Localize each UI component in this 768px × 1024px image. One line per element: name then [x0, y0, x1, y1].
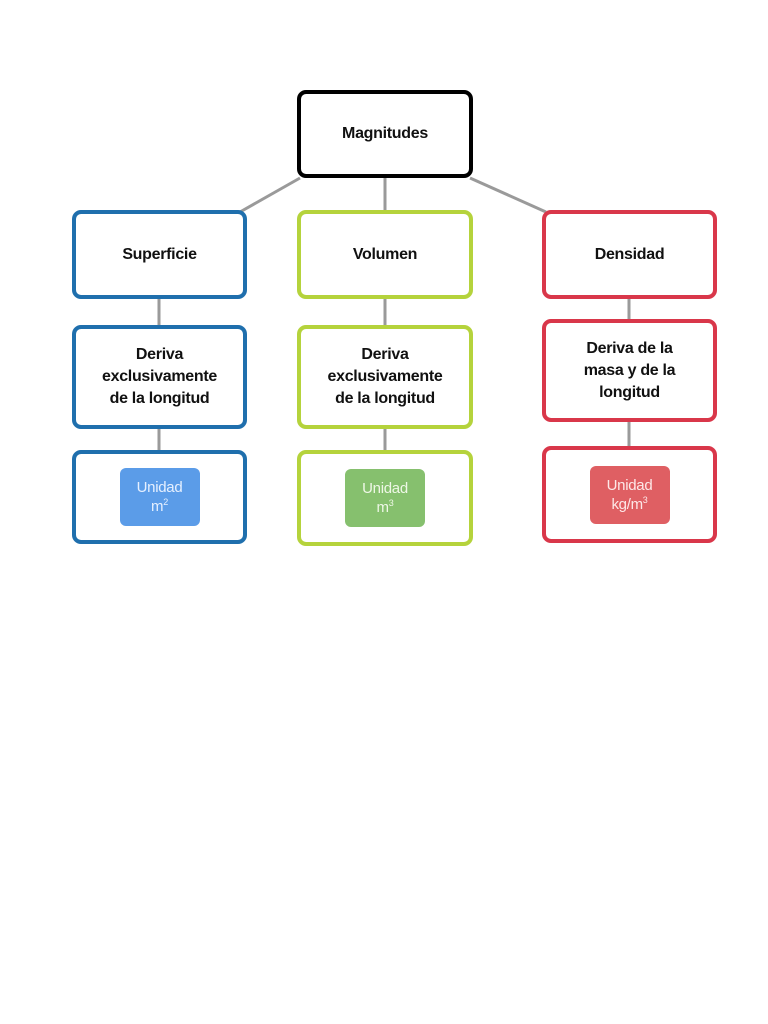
densidad-desc-line-3: longitud: [599, 383, 660, 401]
densidad-title-node: Densidad: [542, 210, 717, 299]
superficie-title: Superficie: [122, 245, 197, 263]
volumen-title-node: Volumen: [297, 210, 473, 299]
volumen-description-node: Deriva exclusivamente de la longitud: [297, 325, 473, 429]
densidad-desc-line-1: Deriva de la: [586, 339, 673, 357]
volumen-title: Volumen: [352, 245, 418, 263]
densidad-unit-value: kg/m3: [611, 494, 648, 513]
superficie-description-node: Deriva exclusivamente de la longitud: [72, 325, 247, 429]
densidad-desc-line-2: masa y de la: [583, 361, 676, 379]
superficie-desc-line-3: de la longitud: [109, 390, 210, 407]
densidad-unit-label: Unidad: [606, 476, 653, 494]
volumen-desc-line-2: exclusivamente: [327, 368, 443, 385]
superficie-title-node: Superficie: [72, 210, 247, 299]
superficie-unit-value: m2: [151, 497, 168, 516]
superficie-unit-label: Unidad: [136, 479, 183, 496]
superficie-desc-line-2: exclusivamente: [102, 368, 217, 385]
densidad-unit-chip: Unidad kg/m3: [589, 465, 670, 524]
volumen-unit-value: m3: [376, 498, 394, 517]
superficie-unit-node: Unidad m2: [72, 450, 247, 544]
volumen-desc-line-1: Deriva: [361, 346, 409, 363]
densidad-title: Densidad: [594, 245, 665, 263]
superficie-desc-line-1: Deriva: [135, 346, 184, 363]
superficie-unit-chip: Unidad m2: [119, 468, 200, 526]
magnitudes-root-node: Magnitudes: [297, 90, 473, 178]
volumen-unit-chip: Unidad m3: [345, 469, 425, 527]
volumen-unit-label: Unidad: [362, 480, 408, 497]
volumen-unit-node: Unidad m3: [297, 450, 473, 546]
root-label: Magnitudes: [342, 125, 428, 142]
connector-root-superficie: [239, 176, 301, 214]
volumen-desc-line-3: de la longitud: [335, 390, 435, 407]
densidad-unit-node: Unidad kg/m3: [542, 446, 717, 543]
connector-root-densidad: [469, 176, 547, 214]
densidad-description-node: Deriva de la masa y de la longitud: [542, 319, 717, 422]
